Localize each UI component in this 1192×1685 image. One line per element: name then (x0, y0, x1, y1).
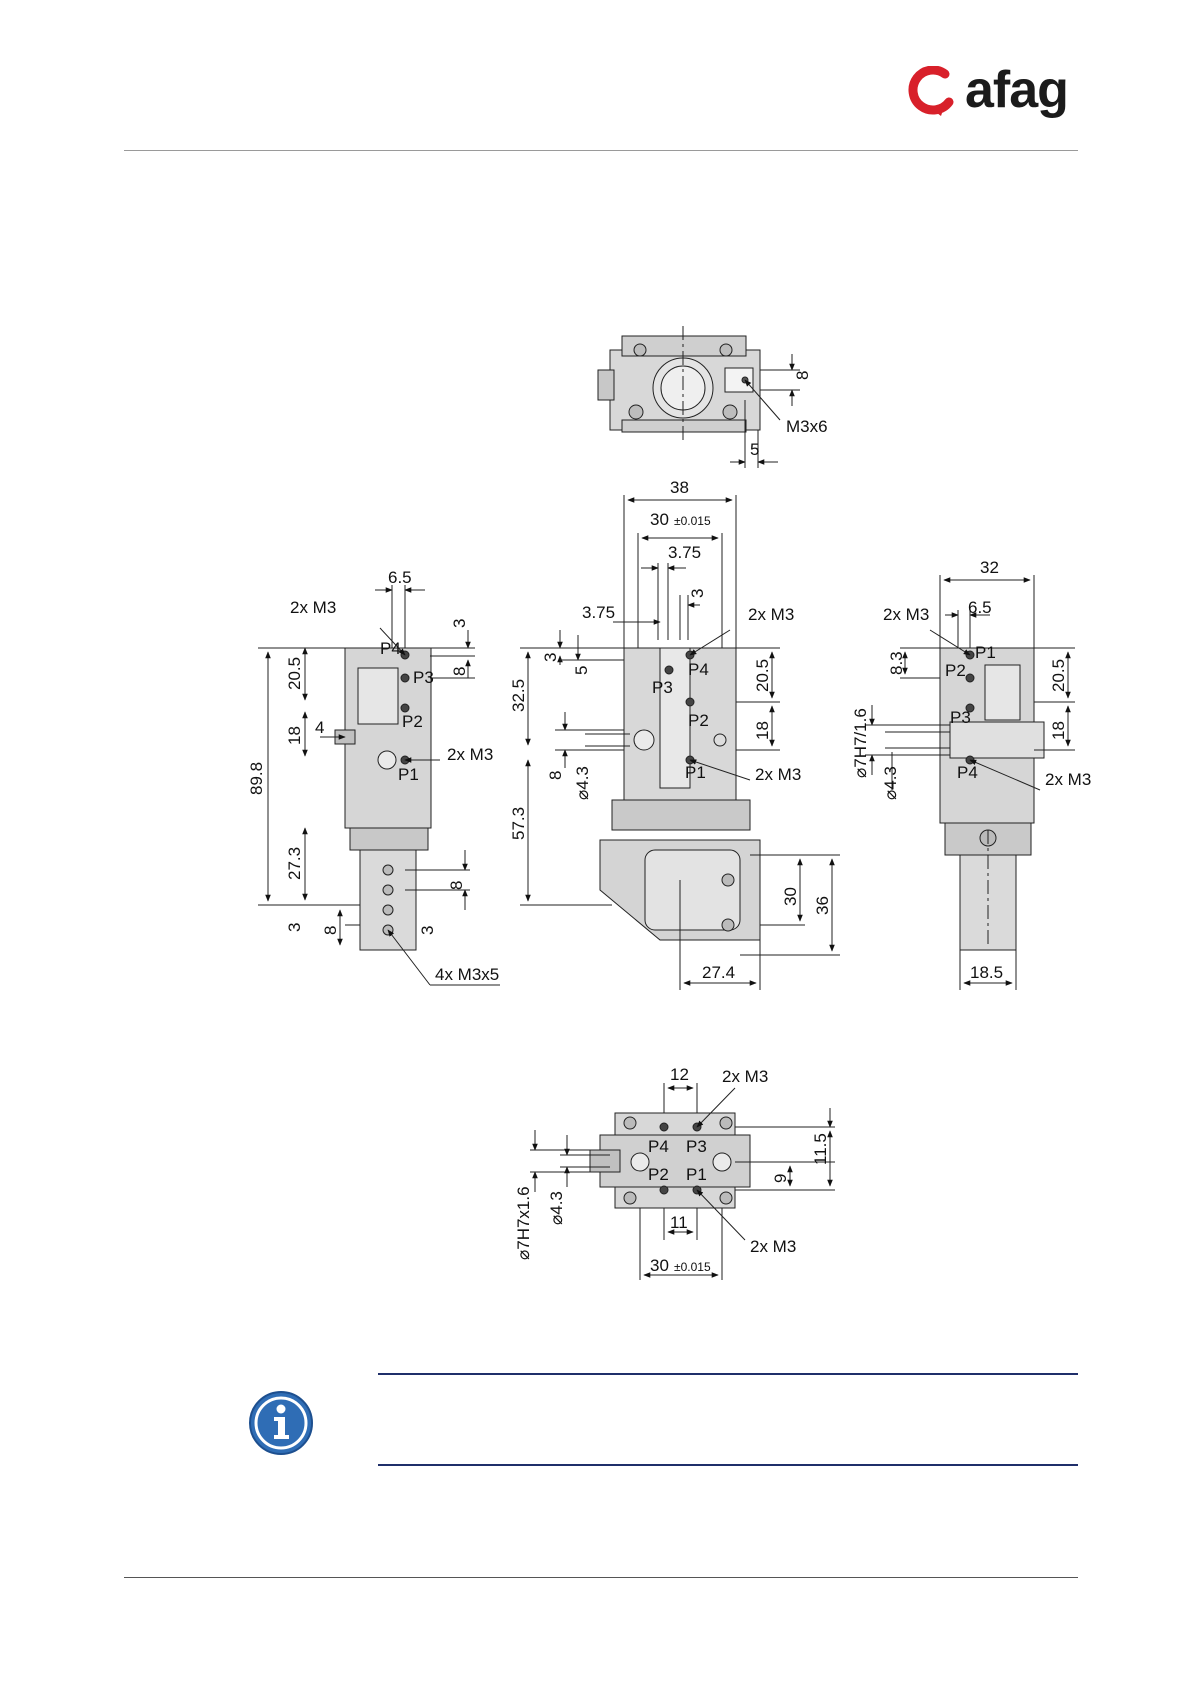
dim-tolerance: ±0.015 (674, 514, 711, 528)
dim-label: 20.5 (285, 657, 304, 690)
dim-label: 3.75 (668, 543, 701, 562)
dim-label: 6.5 (388, 568, 412, 587)
diameter-label: ⌀4.3 (547, 1191, 566, 1225)
diameter-label: ⌀7H7x1.6 (514, 1186, 533, 1260)
dim-label: 18.5 (970, 963, 1003, 982)
dim-label: 11 (670, 1213, 688, 1232)
callout-label: 2x M3 (750, 1237, 796, 1256)
dim-label: 20.5 (753, 659, 772, 692)
dim-tolerance: ±0.015 (674, 1260, 711, 1274)
dim-label: 30 (650, 1256, 669, 1275)
port-label: P3 (413, 668, 434, 687)
dim-label: 4 (315, 718, 324, 737)
dim-label: 3 (541, 653, 560, 662)
top-view (598, 326, 800, 468)
callout-label: 2x M3 (447, 745, 493, 764)
callout-label: 2x M3 (722, 1067, 768, 1086)
diameter-label: ⌀4.3 (881, 766, 900, 800)
note-rule-bottom (378, 1464, 1078, 1466)
dim-label: 11.5 (811, 1133, 830, 1165)
dim-label: 6.5 (968, 598, 992, 617)
dim-label: 36 (813, 896, 832, 915)
dim-label: 18 (285, 726, 304, 745)
dim-label: 57.3 (509, 807, 528, 840)
footer-divider (124, 1577, 1078, 1578)
dim-label: 8 (546, 771, 565, 780)
dim-label: 20.5 (1049, 659, 1068, 692)
diameter-label: ⌀7H7/1.6 (851, 708, 870, 778)
dim-label: 8.3 (887, 651, 906, 675)
dim-label: 18 (1049, 721, 1068, 740)
dim-label: 3 (450, 619, 469, 628)
dim-label: 38 (670, 478, 689, 497)
port-label: P1 (686, 1165, 707, 1184)
port-label: P4 (380, 639, 401, 658)
info-icon (248, 1390, 314, 1456)
port-label: P3 (686, 1137, 707, 1156)
note-rule-top (378, 1373, 1078, 1375)
dim-label: 8 (447, 881, 466, 890)
port-label: P1 (685, 763, 706, 782)
port-label: P3 (652, 678, 673, 697)
dim-label: 5 (572, 666, 591, 675)
callout-label: 2x M3 (883, 605, 929, 624)
dim-label: 27.3 (285, 847, 304, 880)
callout-label: 2x M3 (748, 605, 794, 624)
port-label: P4 (688, 660, 709, 679)
callout-label: 4x M3x5 (435, 965, 499, 984)
dim-label: 8 (321, 926, 340, 935)
dim-label: 18 (753, 721, 772, 740)
dim-label: 3.75 (582, 603, 615, 622)
dim-label: 27.4 (702, 963, 735, 982)
callout-label: 2x M3 (290, 598, 336, 617)
dim-label: 12 (670, 1065, 689, 1084)
front-view (520, 495, 840, 990)
callout-label: 2x M3 (755, 765, 801, 784)
port-label: P2 (688, 711, 709, 730)
dim-label: 3 (418, 926, 437, 935)
dim-label: 30 (781, 887, 800, 906)
port-label: P2 (945, 661, 966, 680)
port-label: P2 (648, 1165, 669, 1184)
dim-label: 30 (650, 510, 669, 529)
port-label: P1 (975, 643, 996, 662)
dim-label: 89.8 (247, 762, 266, 795)
dim-label: 3 (688, 589, 707, 598)
port-label: P4 (957, 763, 978, 782)
port-label: P1 (398, 765, 419, 784)
dim-label: 5 (750, 440, 759, 459)
thread-callout: M3x6 (786, 417, 828, 436)
port-label: P4 (648, 1137, 669, 1156)
dim-label: 8 (450, 667, 469, 676)
callout-label: 2x M3 (1045, 770, 1091, 789)
dim-label: 32 (980, 558, 999, 577)
diameter-label: ⌀4.3 (573, 766, 592, 800)
dim-label: 8 (793, 371, 812, 380)
dim-label: 3 (285, 923, 304, 932)
dim-label: 9 (771, 1174, 790, 1183)
port-label: P2 (402, 712, 423, 731)
dim-label: 32.5 (509, 679, 528, 712)
port-label: P3 (950, 708, 971, 727)
